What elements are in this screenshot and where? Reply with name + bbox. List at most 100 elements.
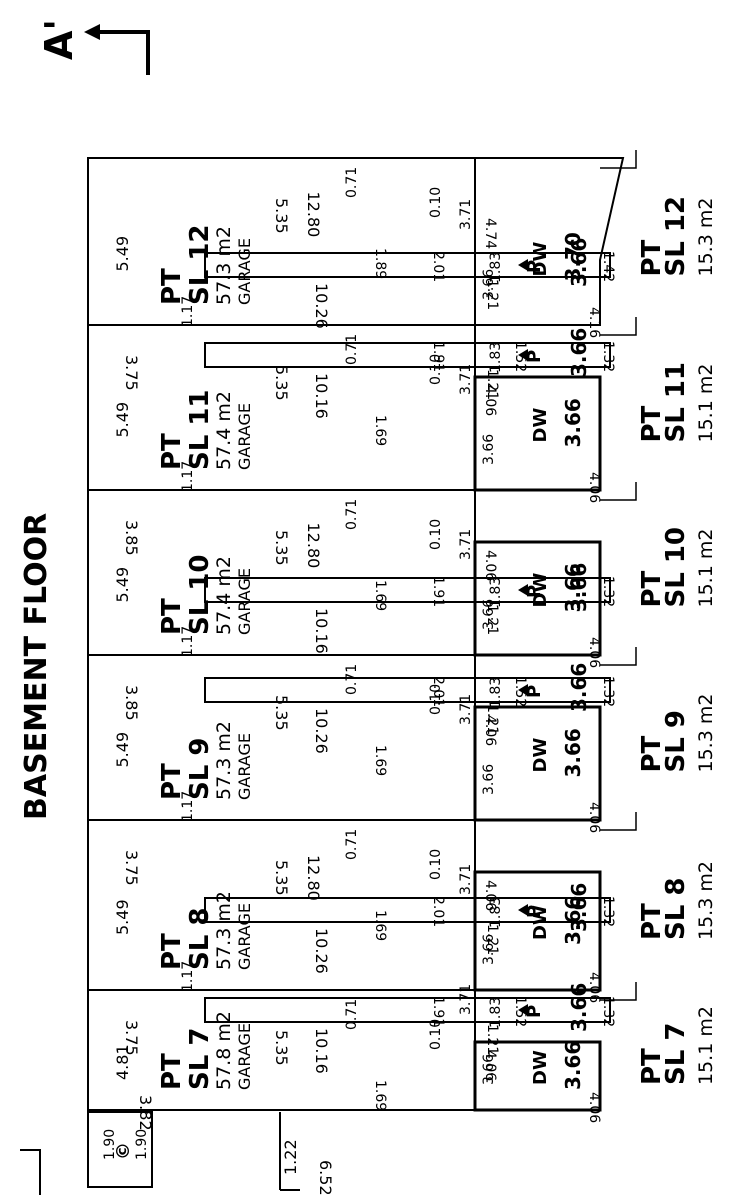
dw-366: 3.66 [481, 1054, 497, 1085]
left-boundary-frag [20, 1149, 41, 1195]
driveway-outline [473, 705, 602, 822]
unit-sl: SL 12 [185, 224, 215, 305]
passage-121: 1.21 [484, 604, 500, 635]
passage-132: 1.32 [600, 896, 616, 927]
dim-depth: 12.80 [304, 192, 323, 238]
passage-outline [204, 677, 611, 703]
section-arrow [96, 30, 150, 75]
lot-leader [600, 482, 637, 501]
dw-label: DW [530, 408, 551, 443]
passage-366: 3.66 [567, 883, 591, 932]
dim-371: 3.71 [458, 199, 474, 230]
dw-top: 4.06 [482, 1050, 498, 1081]
dim-notch: 3.85 [122, 685, 141, 721]
lot-area: 15.3 m2 [695, 198, 717, 277]
unit-pt: PT [157, 933, 187, 970]
passage-width: 1.91 [430, 576, 446, 607]
unit-area: 57.8 m2 [213, 1011, 235, 1090]
passage-132: 1.42 [600, 251, 616, 282]
lot-sl: SL 12 [661, 196, 691, 277]
dim-535: 5.35 [272, 530, 291, 566]
unit-area: 57.3 m2 [213, 226, 235, 305]
dw-label: DW [530, 1050, 551, 1085]
dim-depth: 12.80 [304, 523, 323, 569]
lot-leader [600, 812, 637, 831]
passage-152: 1.52 [512, 341, 528, 372]
driveway-outline [474, 157, 625, 326]
passage-outline [204, 997, 611, 1023]
lot-area: 15.1 m2 [695, 1006, 717, 1085]
dim-notch: 3.85 [122, 520, 141, 556]
dw-top: 4.06 [482, 880, 498, 911]
dim-071: 0.71 [344, 664, 360, 695]
dim-notch: 3.75 [122, 355, 141, 391]
passage-132: 1.32 [600, 576, 616, 607]
dim-010: 0.10 [428, 849, 444, 880]
passage-132: 1.32 [600, 676, 616, 707]
passage-label: P [524, 1005, 545, 1018]
dim-010: 0.10 [428, 354, 444, 385]
unit-area: 57.3 m2 [213, 891, 235, 970]
passage-label: P [524, 905, 545, 918]
passage-width: 2.01 [430, 676, 446, 707]
dim-outer: 5.49 [113, 236, 132, 272]
garage-outline [87, 489, 476, 656]
passage-arrow-icon [518, 684, 528, 696]
dw-label: DW [530, 242, 551, 277]
driveway-outline [473, 1040, 602, 1112]
bottom-boundary [279, 1112, 300, 1191]
dim-010: 0.10 [428, 684, 444, 715]
lot-sl: SL 8 [661, 878, 691, 940]
dw-bot: 4.06 [586, 637, 602, 668]
passage-long: 10.16 [312, 373, 331, 419]
garage-outline [87, 654, 476, 821]
dw-label: DW [530, 573, 551, 608]
dim-outer: 5.49 [113, 732, 132, 768]
dw-366: 3.66 [481, 599, 497, 630]
dw-width: 3.66 [561, 728, 585, 777]
dim-169: 1.69 [372, 745, 388, 776]
passage-width: 2.01 [430, 896, 446, 927]
passage-arrow-icon [518, 349, 528, 361]
passage-outline [204, 897, 611, 923]
dim-371: 3.71 [458, 529, 474, 560]
dim-071: 0.71 [344, 499, 360, 530]
passage-long: 10.26 [312, 283, 331, 329]
passage-366: 3.66 [567, 328, 591, 377]
dim-outer: 4.81 [113, 1044, 132, 1080]
dim-071: 0.71 [344, 829, 360, 860]
dw-bot: 4.06 [586, 802, 602, 833]
dim-step: 1.17 [180, 961, 196, 992]
common-area-box [87, 1111, 153, 1188]
lot-area: 15.1 m2 [695, 529, 717, 608]
passage-arrow-icon [518, 1004, 528, 1016]
dim-depth: 12.80 [304, 855, 323, 901]
passage-183: 1.83 [488, 997, 504, 1028]
passage-366: 3.66 [567, 238, 591, 287]
dim-step: 1.17 [180, 461, 196, 492]
passage-width: 2.01 [430, 251, 446, 282]
passage-arrow-icon [518, 904, 528, 916]
dw-width: 3.70 [561, 232, 585, 281]
unit-sl: SL 11 [185, 389, 215, 470]
dim-notch: 3.75 [122, 1020, 141, 1056]
common-dim-a: 1.90 [102, 1129, 118, 1160]
common-area: 1.90 © 1.90 [87, 1111, 153, 1188]
lot-leader [600, 982, 637, 1001]
driveway-outline [473, 540, 602, 657]
passage-outline [204, 252, 611, 278]
passage-long: 10.26 [312, 708, 331, 754]
unit-use: GARAGE [235, 1023, 254, 1090]
unit-use: GARAGE [235, 238, 254, 305]
section-marker: A' [37, 19, 150, 75]
lot-leader [600, 150, 637, 169]
bottom-dim-652: 6.52 [316, 1160, 335, 1196]
passage-121: 1.21 [484, 369, 500, 400]
passage-121: 1.21 [484, 924, 500, 955]
